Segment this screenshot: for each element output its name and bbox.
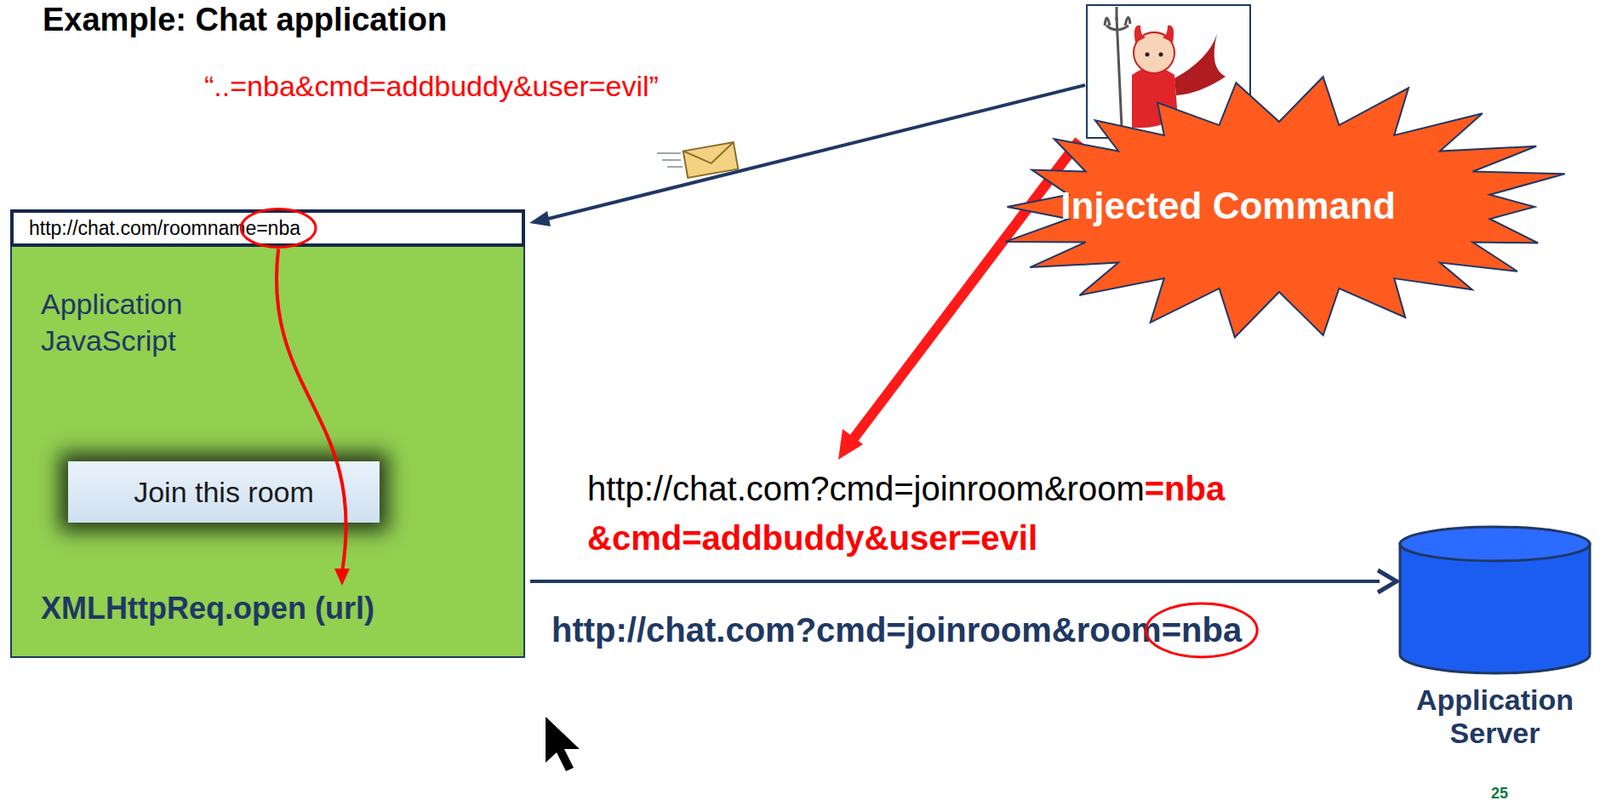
cylinder-shape <box>1398 525 1592 675</box>
url-param: =nba <box>256 217 301 240</box>
url-text: http://chat.com/roomname <box>28 217 257 240</box>
slide-title: Example: Chat application <box>42 1 447 39</box>
envelope-icon <box>657 142 738 178</box>
highlight-ellipse <box>240 209 316 248</box>
arrow-head <box>529 211 551 227</box>
highlight-ellipse <box>1146 603 1258 658</box>
mouse-pointer <box>545 716 580 772</box>
injected-payload: “..=nba&cmd=addbuddy&user=evil” <box>204 69 659 103</box>
database-cylinder: Application Server <box>1398 525 1592 772</box>
request-url: http://chat.com?cmd=joinroom&room <box>587 469 1145 509</box>
burst-label: Injected Command <box>1060 184 1396 228</box>
page-number: 25 <box>1491 784 1509 803</box>
attack-line <box>541 85 1086 221</box>
button-label: Join this room <box>133 475 315 509</box>
arrow-head <box>334 568 350 586</box>
burst-callout: Injected Command <box>964 71 1595 343</box>
request-param: =nba <box>1144 469 1225 509</box>
injected-param: &cmd=addbuddy&user=evil <box>587 519 1038 558</box>
component-name: Application JavaScript <box>40 285 246 359</box>
request-url: http://chat.com?cmd=joinroom&room <box>551 611 1162 650</box>
button: Join this room <box>68 461 380 523</box>
api-call: XMLHttpReq.open (url) <box>40 590 375 627</box>
request-arrow <box>530 570 1397 593</box>
injection-arrow <box>851 140 1080 441</box>
url-bar: http://chat.com/roomname=nba <box>10 209 526 247</box>
request-param: =nba <box>1161 611 1242 650</box>
arrow-head <box>838 428 863 460</box>
server-label: Application Server <box>1398 683 1592 750</box>
app-window: Application JavaScriptXMLHttpReq.open (u… <box>10 209 526 658</box>
flow-arrow <box>276 249 347 573</box>
